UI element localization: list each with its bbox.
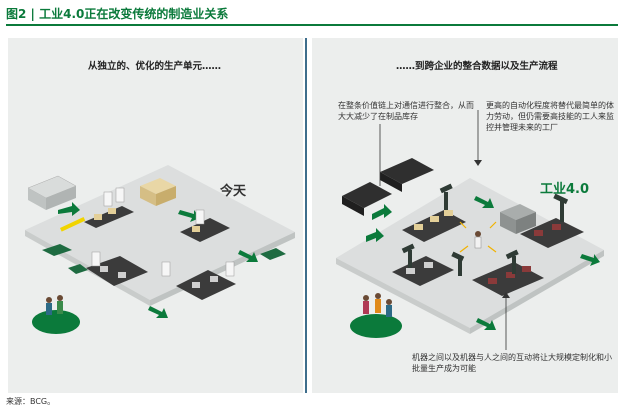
right-floor-edge-right (470, 250, 604, 334)
arrow-icon (476, 318, 496, 330)
header-rule (6, 24, 618, 26)
left-cardboard-stack (140, 178, 176, 206)
truck-top (380, 158, 434, 192)
green-platform (260, 248, 286, 260)
left-heading: 从独立的、优化的生产单元…… (88, 61, 222, 72)
arrow-icon (238, 250, 258, 262)
figure-header: 图2 | 工业4.0正在改变传统的制造业关系 (0, 0, 625, 28)
robot-arm-icon (439, 183, 453, 210)
industry-label: 工业4.0 (540, 182, 590, 197)
value-chain-note: 在整条价值链上对通信进行整合，从而大大减少了在制品库存 (338, 101, 474, 121)
callout-arrowhead (502, 292, 510, 298)
right-people-icon (363, 293, 392, 317)
right-heading: ……到跨企业的整合数据以及生产流程 (396, 61, 558, 72)
arrow-icon (474, 196, 494, 208)
left-people-base (32, 310, 80, 334)
today-label: 今天 (220, 184, 247, 199)
panel-separator (305, 38, 307, 393)
left-warehouse-boxes (27, 175, 77, 210)
central-worker-icon (459, 221, 497, 253)
callout-arrowhead (474, 160, 482, 166)
grey-machine-block (500, 204, 536, 234)
source-note: 来源：BCG。 (6, 397, 56, 406)
green-platform (42, 244, 72, 256)
conveyor-right (180, 218, 230, 242)
arrow-icon (178, 210, 200, 222)
arrow-icon (58, 202, 80, 216)
right-conveyor-top (402, 210, 466, 242)
robot-arm-icon (451, 251, 465, 276)
robot-arm-icon (553, 193, 569, 222)
right-conveyor-bottom-right (472, 262, 544, 296)
conveyor-bottom-left (86, 256, 148, 286)
robot-arm-icon (401, 243, 415, 268)
robot-arm-icon (505, 249, 519, 274)
conveyor-top (84, 206, 134, 228)
right-floor-edge (336, 258, 470, 334)
arrow-icon (366, 228, 384, 242)
conveyor-bottom-right (176, 270, 236, 300)
left-people-icon (46, 295, 63, 315)
arrow-icon (580, 254, 600, 266)
green-platform (68, 264, 88, 274)
interaction-note: 机器之间以及机器与人之间的互动将让大规模定制化和小批量生产成为可能 (412, 353, 612, 373)
right-conveyor-right (520, 218, 584, 248)
hazard-strip (60, 217, 86, 232)
right-conveyor-bottom-left (392, 256, 454, 286)
arrow-icon (148, 306, 168, 318)
figure-title: 图2 | 工业4.0正在改变传统的制造业关系 (6, 7, 229, 21)
truck-left (342, 182, 392, 216)
automation-note: 更高的自动化程度将替代最简单的体力劳动，但仍需要高技能的工人来监控并管理未来的工… (486, 101, 614, 132)
left-machines (91, 187, 235, 277)
right-people-base (350, 314, 402, 338)
arrow-icon (372, 204, 392, 220)
right-floor (336, 178, 604, 328)
